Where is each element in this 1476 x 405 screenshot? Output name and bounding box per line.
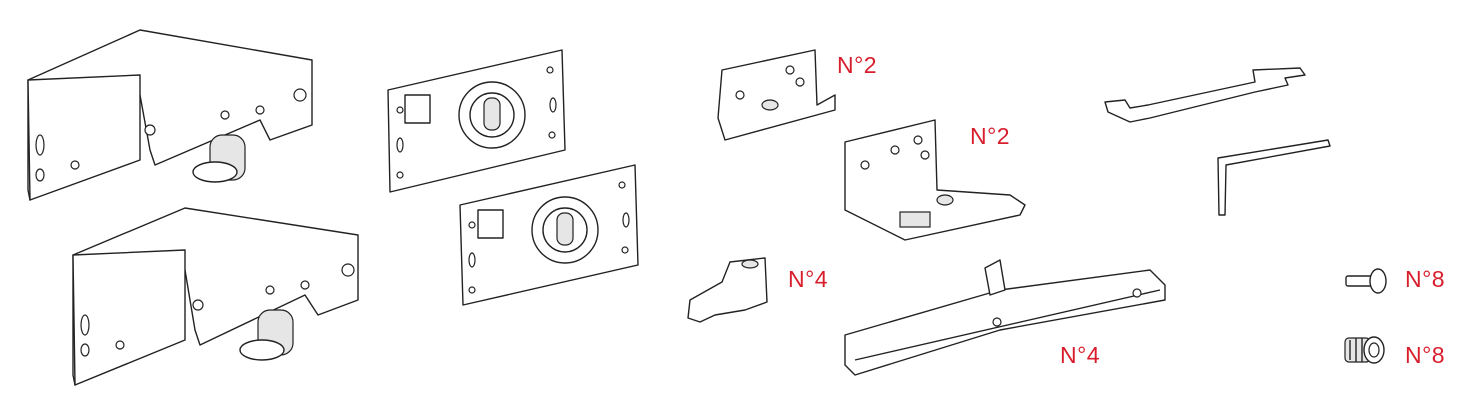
spanner [1104, 67, 1306, 123]
screw [1345, 268, 1387, 294]
threaded-insert [1344, 336, 1385, 364]
hanger-bracket-top [27, 29, 313, 201]
stopper [687, 257, 768, 323]
large-bracket [844, 119, 1026, 241]
quantity-label-insert: N°8 [1405, 342, 1446, 368]
hanger-bracket-bottom [72, 207, 359, 386]
quantity-label-stopper: N°4 [788, 266, 829, 292]
roller-plate-top [387, 49, 566, 193]
quantity-label-small-bracket: N°2 [837, 52, 878, 78]
soft-close-damper [844, 259, 1166, 376]
quantity-label-screw: N°8 [1405, 266, 1446, 292]
quantity-label-damper: N°4 [1060, 342, 1101, 368]
quantity-label-large-bracket: N°2 [970, 123, 1011, 149]
small-bracket [717, 49, 836, 141]
allen-key [1217, 139, 1331, 216]
roller-plate-bottom [459, 164, 639, 306]
